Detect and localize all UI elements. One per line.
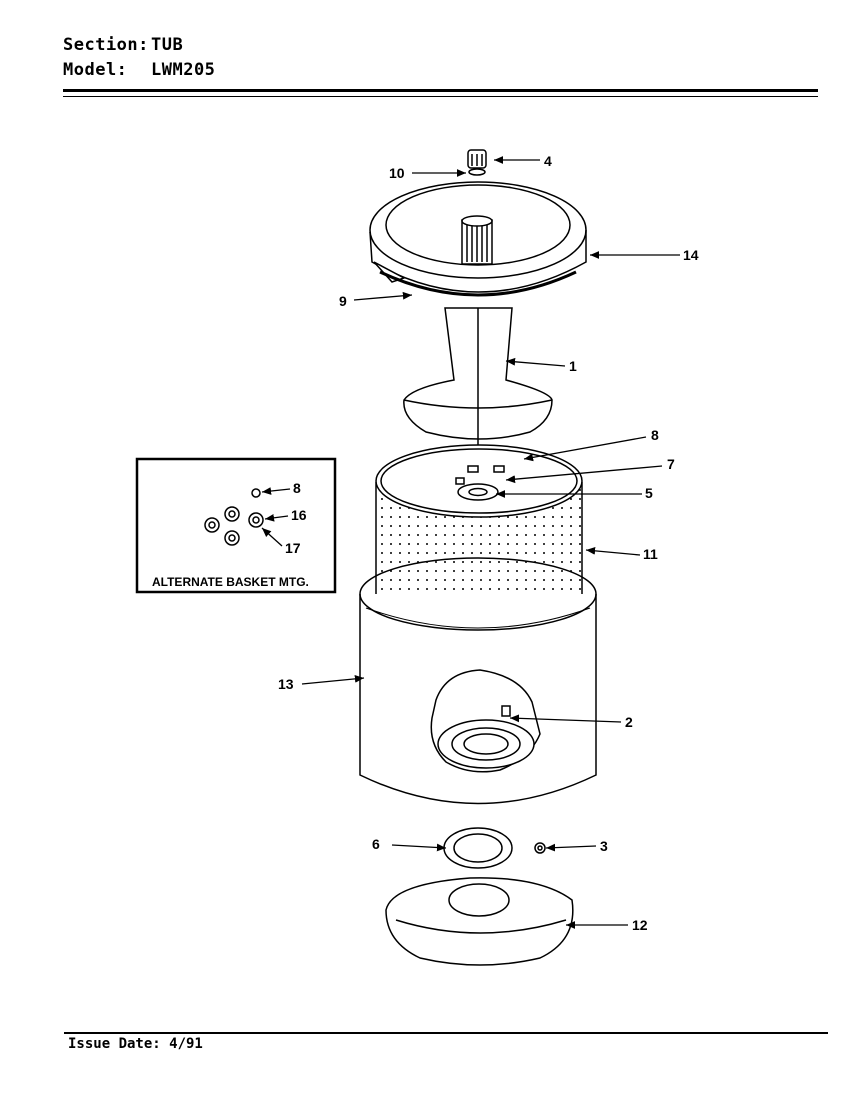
callout-3: 3 (600, 838, 608, 854)
tub-base (385, 877, 574, 966)
inset-title: ALTERNATE BASKET MTG. (152, 575, 309, 589)
callout-4: 4 (544, 153, 552, 169)
callout-6: 6 (372, 836, 380, 852)
model-key: Model: (63, 60, 128, 80)
section-header: Section:TUB (63, 35, 183, 55)
washer (468, 168, 486, 176)
inset-alternate-basket-mtg: 8 16 17 ALTERNATE BASKET MTG. (135, 457, 337, 594)
model-value: LWM205 (151, 60, 216, 80)
header-rule-thin (63, 96, 818, 97)
agitator (403, 307, 553, 458)
callout-7: 7 (667, 456, 675, 472)
agitator-nut (467, 149, 487, 169)
header-rule-thick (63, 89, 818, 92)
tub-seal (379, 270, 577, 297)
tub-ring (369, 181, 587, 293)
callout-12: 12 (632, 917, 648, 933)
inset-callout-16: 16 (291, 507, 307, 523)
bottom-seal (443, 827, 513, 869)
callout-10: 10 (389, 165, 405, 181)
inset-callout-8: 8 (293, 480, 301, 496)
spin-basket (375, 444, 583, 621)
inset-callout-17: 17 (285, 540, 301, 556)
callout-13: 13 (278, 676, 294, 692)
footer-rule (64, 1032, 828, 1034)
callout-9: 9 (339, 293, 347, 309)
callout-8: 8 (651, 427, 659, 443)
section-key: Section: (63, 35, 149, 55)
issue-date: Issue Date: 4/91 (68, 1036, 203, 1052)
callout-2: 2 (625, 714, 633, 730)
callout-14: 14 (683, 247, 699, 263)
drive-hub (430, 669, 541, 773)
callout-1: 1 (569, 358, 577, 374)
callout-5: 5 (645, 485, 653, 501)
callout-11: 11 (643, 546, 658, 562)
model-header: Model: LWM205 (63, 60, 215, 80)
bolt (534, 842, 546, 854)
section-value: TUB (151, 35, 184, 55)
